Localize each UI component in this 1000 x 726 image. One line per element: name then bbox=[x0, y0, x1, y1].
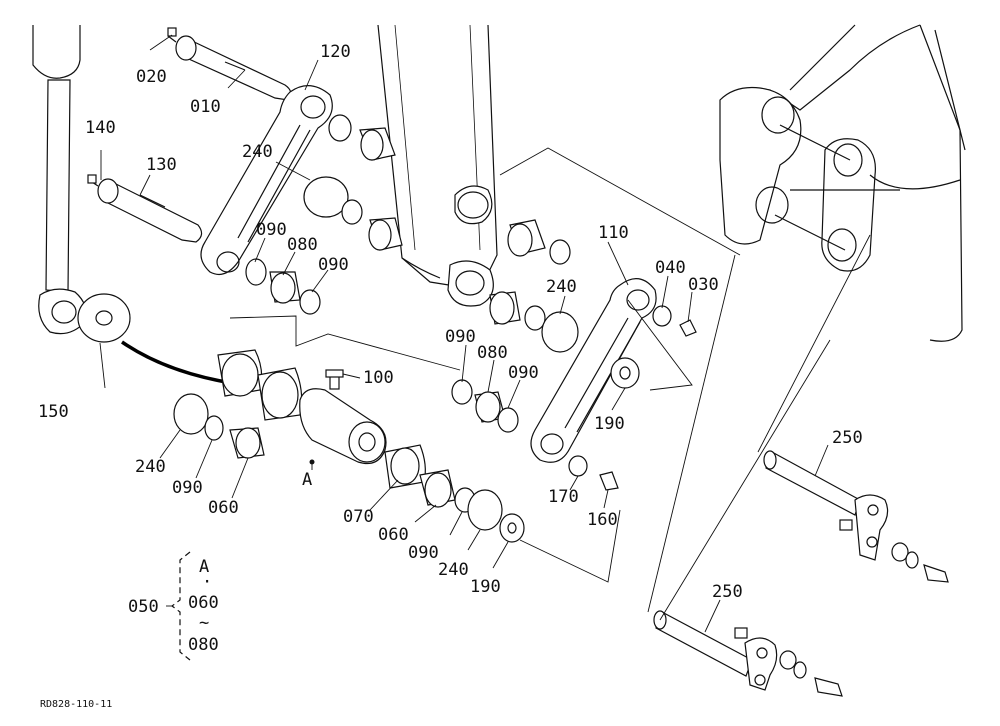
assembly-item-A: A bbox=[199, 557, 209, 577]
lower-bushing-assembly bbox=[173, 349, 303, 459]
callout-150: 150 bbox=[38, 402, 69, 422]
link-110 bbox=[530, 278, 697, 491]
callout-060-center: 060 bbox=[378, 525, 409, 545]
callout-190-right: 190 bbox=[594, 414, 625, 434]
callout-170: 170 bbox=[548, 487, 579, 507]
callout-240-upper: 240 bbox=[242, 142, 273, 162]
callout-090-upper-b: 090 bbox=[318, 255, 349, 275]
callout-090-upper-a: 090 bbox=[256, 220, 287, 240]
callout-090-middle-b: 090 bbox=[508, 363, 539, 383]
lower-middle-seals bbox=[451, 379, 519, 433]
link-body-A bbox=[299, 369, 387, 465]
callout-190-lower: 190 bbox=[470, 577, 501, 597]
callout-250-upper: 250 bbox=[832, 428, 863, 448]
assembly-item-080: 080 bbox=[188, 635, 219, 655]
callout-090-left: 090 bbox=[172, 478, 203, 498]
pin-250-upper bbox=[763, 450, 949, 583]
callout-140: 140 bbox=[85, 118, 116, 138]
lower-center-parts bbox=[384, 444, 525, 543]
callout-labels: 020 010 120 140 130 240 090 080 090 110 … bbox=[38, 42, 863, 602]
callout-120: 120 bbox=[320, 42, 351, 62]
leader-lines bbox=[99, 34, 871, 633]
callout-070: 070 bbox=[343, 507, 374, 527]
callout-160: 160 bbox=[587, 510, 618, 530]
upper-bushings bbox=[245, 114, 403, 315]
assembly-item-tilde: ~ bbox=[199, 613, 209, 633]
callout-080-upper: 080 bbox=[287, 235, 318, 255]
pin-250-lower bbox=[653, 610, 843, 697]
callout-010: 010 bbox=[190, 97, 221, 117]
callout-240-left: 240 bbox=[135, 457, 166, 477]
middle-bushings bbox=[457, 191, 579, 353]
hydraulic-cylinder bbox=[32, 25, 246, 387]
callout-240-lower: 240 bbox=[438, 560, 469, 580]
callout-130: 130 bbox=[146, 155, 177, 175]
callout-080-middle: 080 bbox=[477, 343, 508, 363]
drawing-reference-code: RD828-110-11 bbox=[40, 699, 112, 710]
callout-060-left: 060 bbox=[208, 498, 239, 518]
callout-020: 020 bbox=[136, 67, 167, 87]
callout-A: A bbox=[302, 470, 312, 490]
assembly-label-050: 050 bbox=[128, 597, 159, 617]
callout-040: 040 bbox=[655, 258, 686, 278]
pin-130 bbox=[87, 174, 203, 243]
link-120 bbox=[200, 85, 333, 275]
bucket-structure bbox=[719, 24, 966, 342]
assembly-item-060: 060 bbox=[188, 593, 219, 613]
boom-structure bbox=[377, 24, 498, 307]
callout-110: 110 bbox=[598, 223, 629, 243]
assembly-group-050: 050 A · 060 ~ 080 bbox=[128, 557, 219, 655]
callout-100: 100 bbox=[363, 368, 394, 388]
pin-010 bbox=[167, 27, 292, 101]
callout-250-lower: 250 bbox=[712, 582, 743, 602]
callout-030: 030 bbox=[688, 275, 719, 295]
callout-090-lower: 090 bbox=[408, 543, 439, 563]
callout-090-middle-a: 090 bbox=[445, 327, 476, 347]
callout-240-middle: 240 bbox=[546, 277, 577, 297]
assembly-item-dot: · bbox=[202, 572, 212, 592]
assembly-bracket bbox=[166, 551, 191, 661]
